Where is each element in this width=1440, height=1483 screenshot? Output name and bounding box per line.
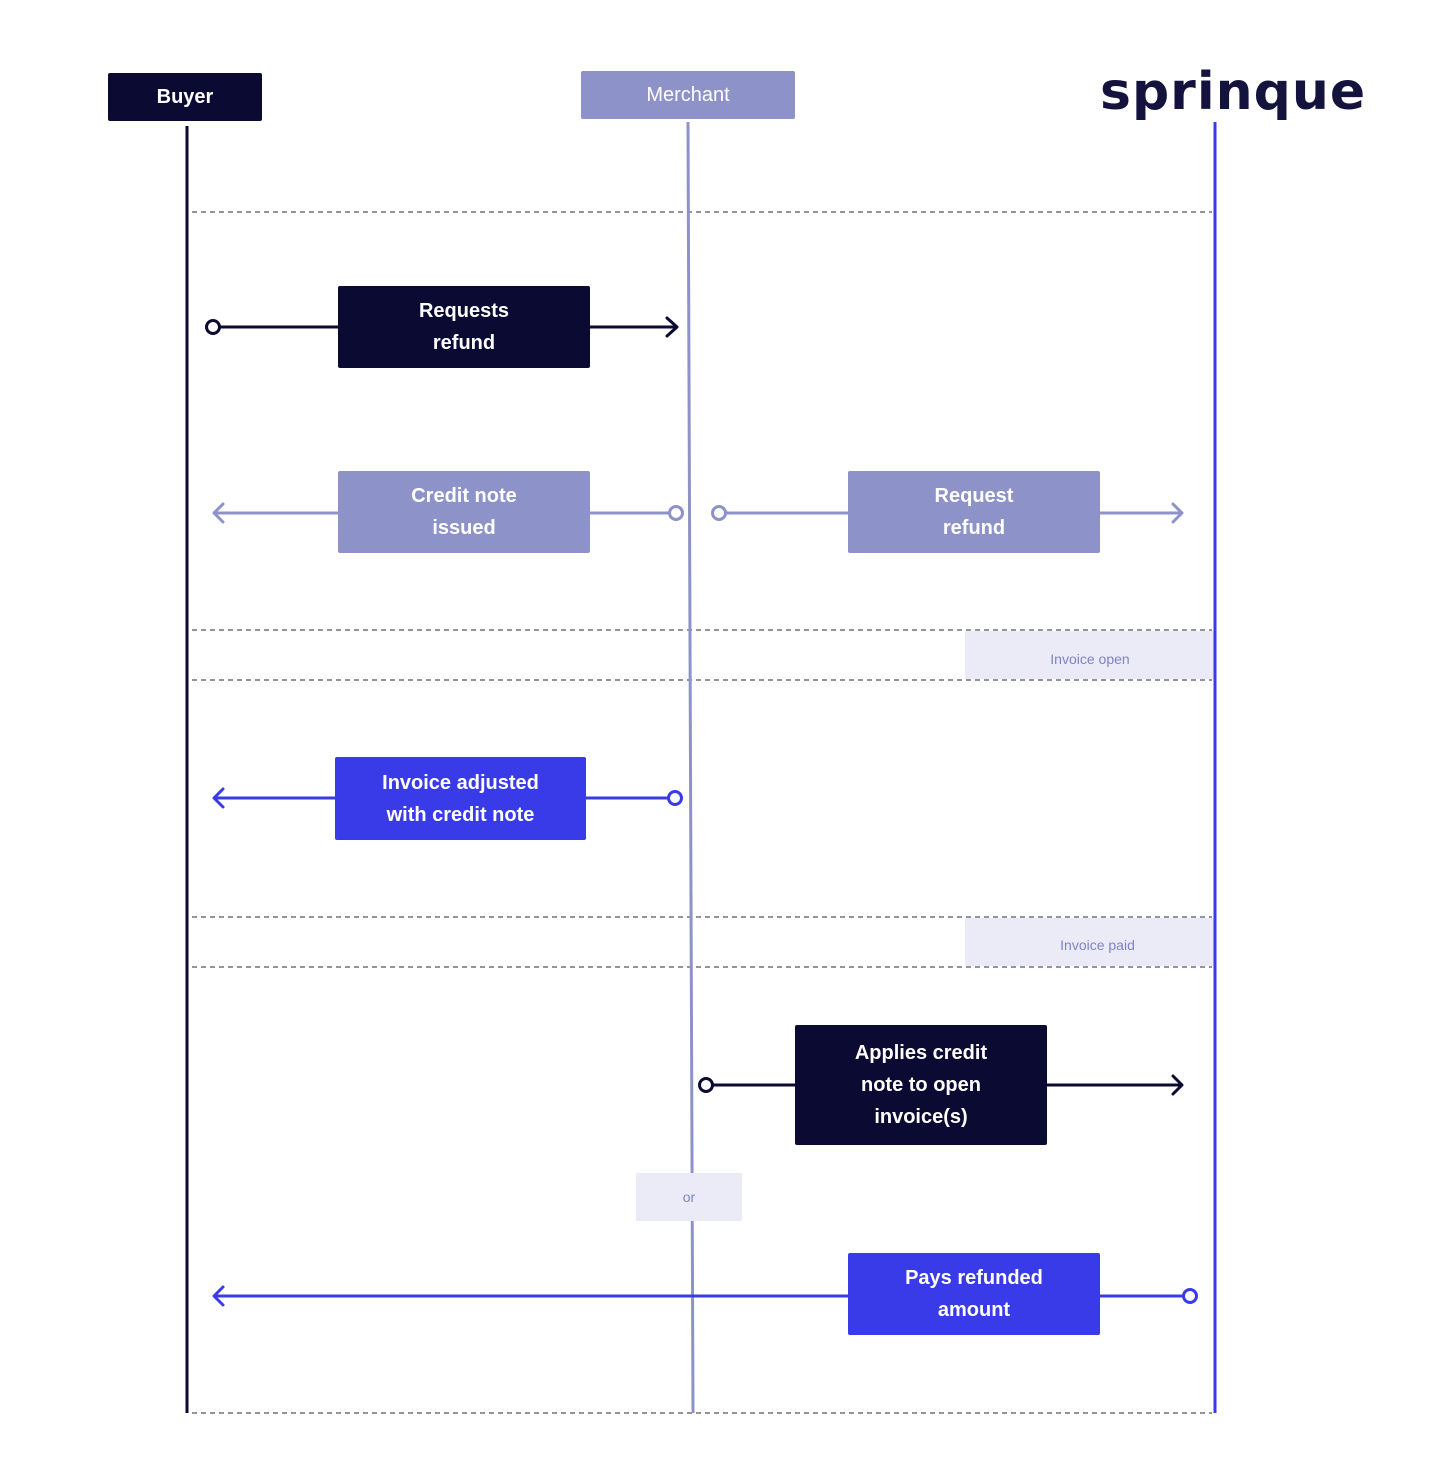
invoice-open-tag-bg [965,631,1215,679]
or-tag: or [636,1173,742,1221]
buyer-label: Buyer [156,85,214,108]
tag-label: Invoice open [1050,651,1130,667]
phase-separators [192,211,1212,1414]
tag-label: Invoice paid [1060,937,1135,953]
step-label: Applies credit note to open invoice(s) [854,1042,988,1128]
invoice-open-tag: Invoice open [965,635,1215,683]
logo-wordmark: sprinque [1100,62,1367,122]
invoice-paid-tag-bg [965,918,1215,966]
buyer-header: Buyer [108,73,262,121]
step-label: Credit note issued [411,485,517,539]
step-label: Invoice adjusted with credit note [382,771,539,826]
merchant-label: Merchant [646,83,730,106]
step-pays-refunded-amount: Pays refunded amount [848,1253,1100,1335]
step-label: Pays refunded amount [905,1267,1043,1321]
step-invoice-adjusted: Invoice adjusted with credit note [335,757,586,840]
invoice-paid-tag: Invoice paid [965,921,1230,969]
step-applies-credit-note: Applies credit note to open invoice(s) [795,1025,1047,1145]
merchant-header: Merchant [581,71,795,119]
tag-label: or [682,1189,696,1205]
step-label: Request refund [934,485,1014,539]
step-request-refund: Request refund [848,471,1100,553]
step-credit-note-issued: Credit note issued [338,471,590,553]
step-label: Requests refund [418,300,510,354]
sprinque-logo: sprinque [1100,56,1365,128]
step-requests-refund: Requests refund [338,286,590,368]
